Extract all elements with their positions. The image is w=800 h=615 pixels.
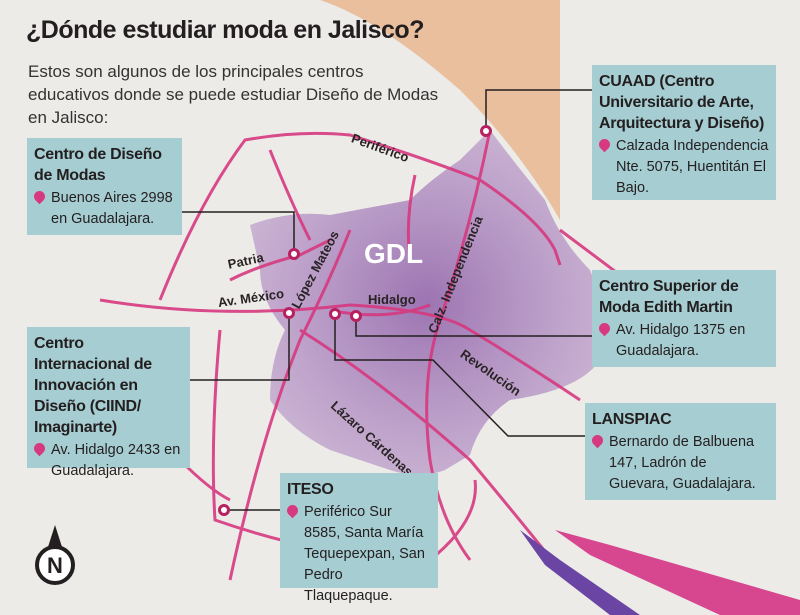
marker-lanspiac bbox=[329, 308, 341, 320]
school-address: Bernardo de Balbuena 147, Ladrón de Guev… bbox=[609, 434, 756, 492]
page-title: ¿Dónde estudiar moda en Jalisco? bbox=[26, 16, 424, 44]
road-label-hidalgo: Hidalgo bbox=[368, 292, 416, 307]
pencils bbox=[520, 530, 800, 615]
school-name: Centro de Diseño de Modas bbox=[34, 146, 162, 184]
school-address: Periférico Sur 8585, Santa María Tequepe… bbox=[304, 504, 425, 604]
school-address: Av. Hidalgo 2433 en Guadalajara. bbox=[51, 442, 181, 479]
location-markers bbox=[218, 125, 492, 516]
school-name: ITESO bbox=[287, 481, 334, 498]
marker-edith-martin bbox=[350, 310, 362, 322]
north-label: N bbox=[47, 553, 63, 578]
location-pin-icon bbox=[31, 188, 48, 205]
school-name: CUAAD (Centro Universitario de Arte, Arq… bbox=[599, 73, 764, 132]
intro-text: Estos son algunos de los principales cen… bbox=[28, 62, 439, 127]
city-area bbox=[250, 130, 604, 475]
school-name: Centro Superior de Moda Edith Martin bbox=[599, 278, 739, 316]
orange-shavings bbox=[320, 0, 790, 220]
school-card-ciind: Centro Internacional de Innovación en Di… bbox=[27, 327, 190, 479]
school-address: Calzada Independencia Nte. 5075, Huentit… bbox=[616, 138, 769, 196]
location-pin-icon bbox=[31, 440, 48, 457]
school-card-lanspiac: LANSPIAC Bernardo de Balbuena 147, Ladró… bbox=[585, 403, 776, 500]
school-card-edith-martin: Centro Superior de Moda Edith Martin Av.… bbox=[592, 270, 776, 367]
school-address: Av. Hidalgo 1375 en Guadalajara. bbox=[616, 322, 746, 359]
school-address: Buenos Aires 2998 en Guadalajara. bbox=[51, 190, 173, 227]
school-name: LANSPIAC bbox=[592, 411, 672, 428]
location-pin-icon bbox=[284, 502, 301, 519]
marker-ciind bbox=[283, 307, 295, 319]
marker-centro-diseno bbox=[288, 248, 300, 260]
school-name: Centro Internacional de Innovación en Di… bbox=[34, 335, 152, 436]
school-card-cuaad: CUAAD (Centro Universitario de Arte, Arq… bbox=[592, 65, 776, 200]
location-pin-icon bbox=[596, 320, 613, 337]
location-pin-icon bbox=[589, 432, 606, 449]
marker-cuaad bbox=[480, 125, 492, 137]
city-label: GDL bbox=[364, 238, 424, 269]
marker-iteso bbox=[218, 504, 230, 516]
location-pin-icon bbox=[596, 136, 613, 153]
school-card-iteso: ITESO Periférico Sur 8585, Santa María T… bbox=[280, 473, 438, 604]
leader-lines bbox=[182, 89, 592, 511]
north-arrow-icon: N bbox=[34, 525, 76, 594]
school-card-centro-diseno: Centro de Diseño de Modas Buenos Aires 2… bbox=[27, 138, 182, 235]
